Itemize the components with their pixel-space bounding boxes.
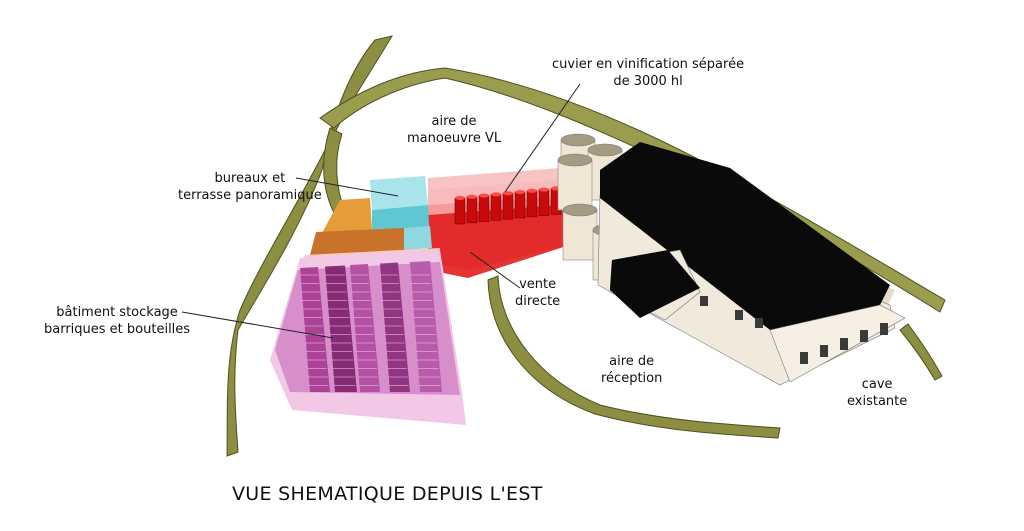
label-vente-directe-line2: directe <box>515 294 561 309</box>
vat <box>502 192 514 220</box>
label-bureaux-line1: bureaux et <box>214 171 286 186</box>
storage-racks <box>300 261 442 392</box>
label-cave-existante-line2: existante <box>847 394 908 409</box>
label-cuvier: cuvier en vinification séparée de 3000 h… <box>552 56 744 90</box>
label-aire-manoeuvre-line1: aire de <box>431 114 477 129</box>
tank-top <box>560 133 596 147</box>
vat <box>454 197 466 225</box>
vat-top <box>467 194 477 199</box>
vat-top <box>539 187 549 192</box>
road-band-right <box>899 323 943 381</box>
label-cuvier-line1: cuvier en vinification séparée <box>552 57 745 72</box>
label-bureaux: bureaux et terrasse panoramique <box>178 170 322 204</box>
vat <box>538 189 550 216</box>
vat-top <box>503 191 513 196</box>
tank-body <box>562 209 598 261</box>
vat-top <box>491 192 501 197</box>
label-batiment-stockage-line2: barriques et bouteilles <box>44 322 191 337</box>
label-cuvier-line2: de 3000 hl <box>613 74 683 89</box>
tank-top <box>557 153 593 167</box>
road-band-lower <box>487 275 781 439</box>
vat <box>514 191 526 219</box>
label-batiment-stockage: bâtiment stockage barriques et bouteille… <box>44 304 190 338</box>
diagram-title: VUE SHEMATIQUE DEPUIS L'EST <box>232 483 543 505</box>
label-aire-reception: aire de réception <box>601 353 662 387</box>
tank-top <box>562 203 598 217</box>
road-band-left <box>226 35 394 457</box>
cave-existante-building <box>597 142 906 386</box>
vat-row <box>454 186 562 225</box>
vat <box>526 190 538 218</box>
leader-vente <box>469 251 521 289</box>
tank-body <box>557 159 593 211</box>
label-cave-existante-line1: cave <box>861 377 893 392</box>
vat <box>466 196 478 224</box>
label-batiment-stockage-line1: bâtiment stockage <box>56 305 178 320</box>
leader-bureaux <box>295 177 399 197</box>
vat-top <box>527 188 537 193</box>
leader-cuvier <box>504 83 581 193</box>
label-vente-directe: vente directe <box>515 276 560 310</box>
terrain-roads <box>226 35 946 457</box>
label-aire-reception-line2: réception <box>601 371 663 386</box>
label-aire-reception-line1: aire de <box>609 354 655 369</box>
vat-top <box>479 193 489 198</box>
tank-top <box>587 143 623 157</box>
leader-lines <box>181 83 581 339</box>
vat-top <box>515 190 525 194</box>
vat <box>478 195 490 222</box>
storage-rack <box>410 261 442 392</box>
storage-rack <box>300 267 330 392</box>
bureaux-block <box>300 176 440 272</box>
label-aire-manoeuvre-line2: manoeuvre VL <box>407 131 502 146</box>
label-cave-existante: cave existante <box>847 376 907 410</box>
label-aire-manoeuvre: aire de manoeuvre VL <box>407 113 501 147</box>
label-vente-directe-line1: vente <box>519 277 557 292</box>
leader-stockage <box>181 311 334 339</box>
vat-top <box>455 196 465 200</box>
vat <box>490 194 502 221</box>
label-bureaux-line2: terrasse panoramique <box>178 188 322 203</box>
road-band-top <box>319 67 946 313</box>
